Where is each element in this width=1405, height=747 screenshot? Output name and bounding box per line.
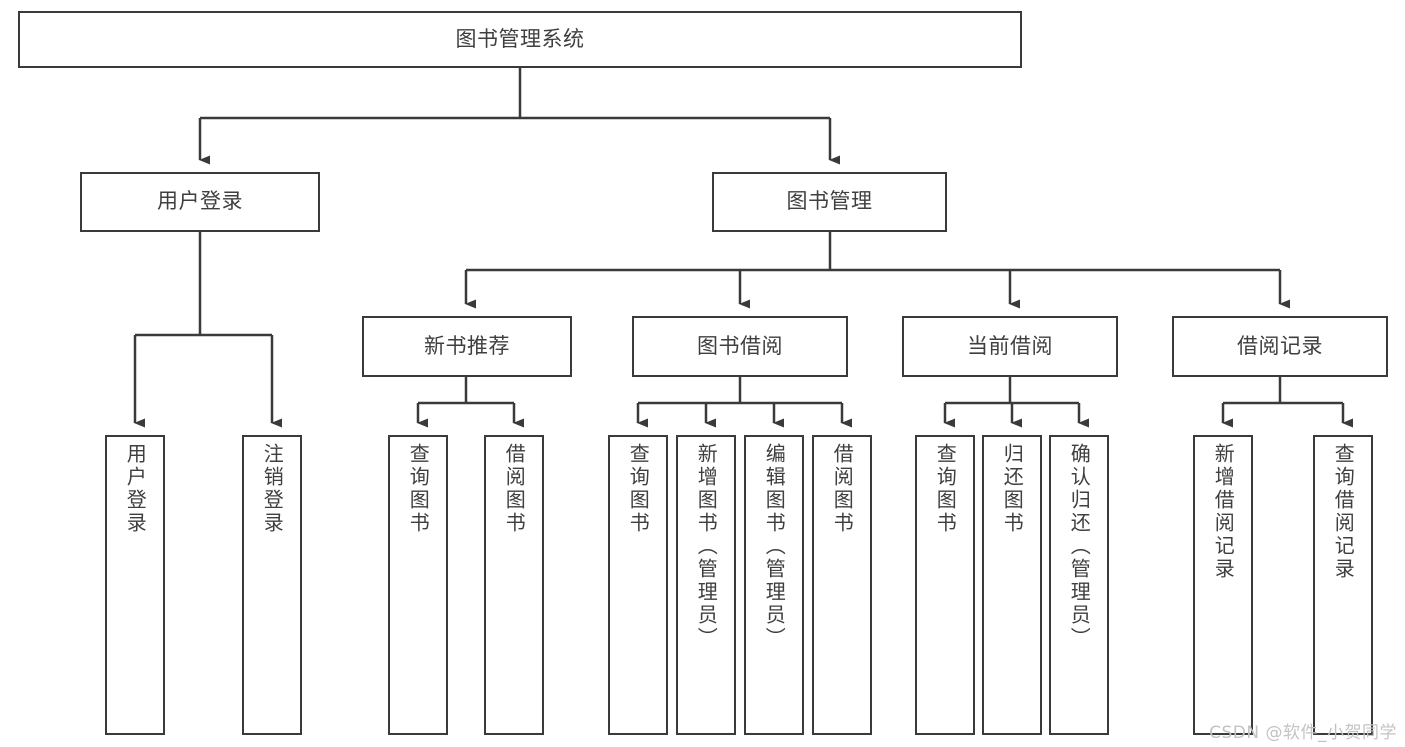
node-leaf-user-login-label: 用户登录: [123, 443, 148, 535]
node-leaf-borrow-book-1[interactable]: 借阅图书: [484, 435, 544, 735]
node-root[interactable]: 图书管理系统: [18, 11, 1022, 68]
node-leaf-edit-book-label: 编辑图书（管理员）: [762, 443, 787, 650]
node-leaf-query-record-label: 查询借阅记录: [1331, 443, 1356, 581]
node-new-book-recommend[interactable]: 新书推荐: [362, 316, 572, 377]
node-book-borrow-label: 图书借阅: [697, 333, 783, 358]
node-root-label: 图书管理系统: [455, 26, 585, 51]
node-user-login[interactable]: 用户登录: [80, 172, 320, 232]
node-leaf-borrow-book-2-label: 借阅图书: [830, 443, 855, 535]
node-leaf-query-book-1-label: 查询图书: [406, 443, 431, 535]
node-leaf-query-book-2-label: 查询图书: [626, 443, 651, 535]
node-leaf-logout-login[interactable]: 注销登录: [242, 435, 302, 735]
node-leaf-query-book-2[interactable]: 查询图书: [608, 435, 668, 735]
node-leaf-query-book-3[interactable]: 查询图书: [915, 435, 975, 735]
node-leaf-add-book[interactable]: 新增图书（管理员）: [676, 435, 736, 735]
node-leaf-confirm-return-label: 确认归还（管理员）: [1067, 443, 1092, 650]
watermark: CSDN @软件_小贺同学: [1209, 723, 1397, 743]
node-leaf-logout-login-label: 注销登录: [260, 443, 285, 535]
node-leaf-confirm-return[interactable]: 确认归还（管理员）: [1049, 435, 1109, 735]
node-leaf-query-book-1[interactable]: 查询图书: [388, 435, 448, 735]
node-user-login-label: 用户登录: [157, 189, 243, 214]
node-current-borrow[interactable]: 当前借阅: [902, 316, 1118, 377]
node-leaf-edit-book[interactable]: 编辑图书（管理员）: [744, 435, 804, 735]
node-leaf-add-record[interactable]: 新增借阅记录: [1193, 435, 1253, 735]
node-leaf-return-book-label: 归还图书: [1000, 443, 1025, 535]
node-leaf-borrow-book-2[interactable]: 借阅图书: [812, 435, 872, 735]
node-leaf-query-book-3-label: 查询图书: [933, 443, 958, 535]
node-borrow-record[interactable]: 借阅记录: [1172, 316, 1388, 377]
node-leaf-borrow-book-1-label: 借阅图书: [502, 443, 527, 535]
node-borrow-record-label: 借阅记录: [1237, 333, 1323, 358]
node-book-borrow[interactable]: 图书借阅: [632, 316, 848, 377]
node-book-management[interactable]: 图书管理: [712, 172, 947, 232]
node-leaf-user-login[interactable]: 用户登录: [105, 435, 165, 735]
node-leaf-add-record-label: 新增借阅记录: [1211, 443, 1236, 581]
node-current-borrow-label: 当前借阅: [967, 333, 1053, 358]
node-new-book-recommend-label: 新书推荐: [424, 333, 510, 358]
node-book-management-label: 图书管理: [786, 189, 873, 214]
node-leaf-query-record[interactable]: 查询借阅记录: [1313, 435, 1373, 735]
node-leaf-return-book[interactable]: 归还图书: [982, 435, 1042, 735]
node-leaf-add-book-label: 新增图书（管理员）: [694, 443, 719, 650]
